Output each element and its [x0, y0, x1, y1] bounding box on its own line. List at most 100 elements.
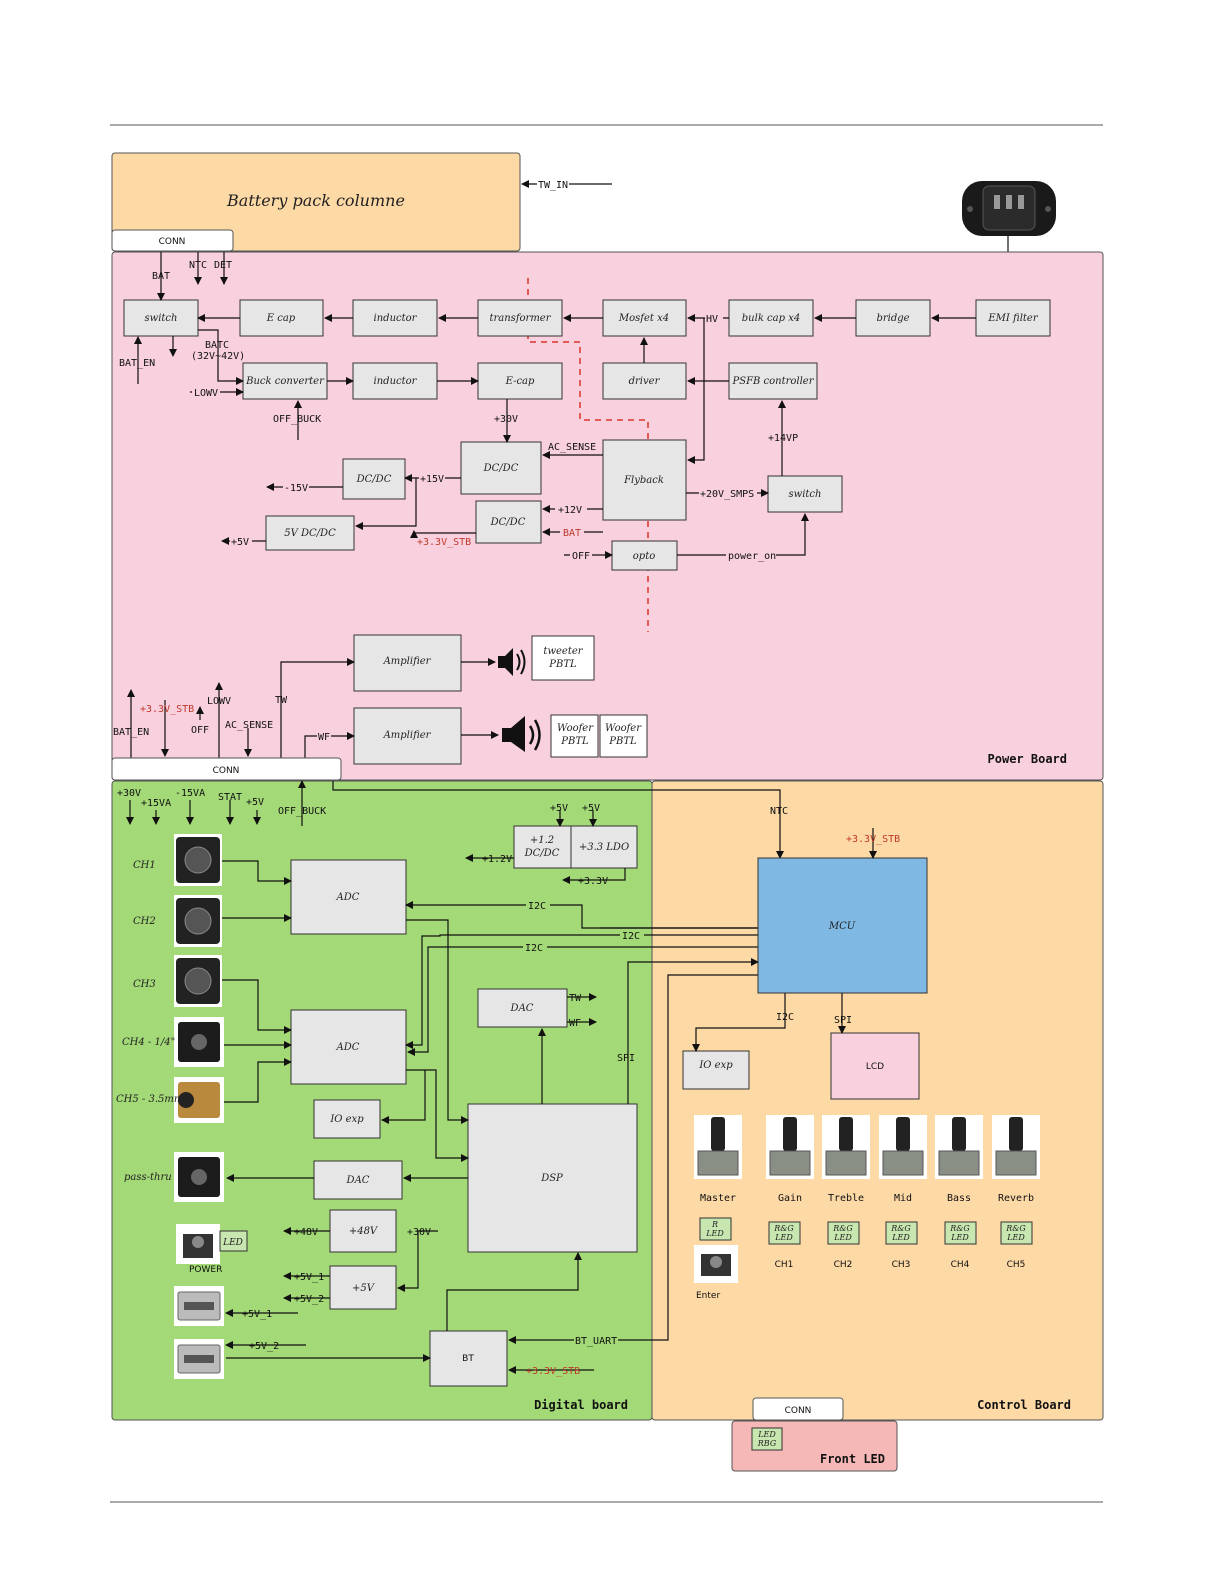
- ch5-label: CH5 - 3.5mm: [116, 1094, 183, 1105]
- dsp-label: DSP: [540, 1173, 563, 1184]
- label-lowv: LOWV: [194, 388, 218, 399]
- knob-icon: [879, 1115, 927, 1179]
- inductor2-block: [352, 362, 438, 400]
- usb-port-icon: [174, 1339, 224, 1379]
- inductor2-label: inductor: [374, 376, 418, 387]
- buck-label: Buck converter: [245, 376, 325, 387]
- label-spi-control: SPI: [834, 1015, 852, 1026]
- mosfet-label: Mosfet x4: [618, 313, 669, 324]
- bt-block: [429, 1330, 508, 1387]
- knob-label: Mid: [894, 1193, 912, 1204]
- flyback-block: [602, 439, 687, 521]
- ioexp-digital-block: [313, 1099, 381, 1139]
- tweeter-label-1: tweeter: [543, 646, 583, 657]
- woofer1-label-2: PBTL: [560, 736, 589, 747]
- switch2-label: switch: [789, 489, 822, 500]
- xlr-jack-icon: [174, 834, 222, 886]
- xlr-jack-icon: [174, 895, 222, 947]
- label-i2c-control: I2C: [776, 1012, 794, 1023]
- dc12-label-1: +1.2: [530, 835, 554, 846]
- enter-label: Enter: [696, 1291, 720, 1301]
- dc12-block: [513, 825, 572, 869]
- bridge-label: bridge: [876, 313, 909, 324]
- label-off-buck: OFF_BUCK: [273, 414, 321, 425]
- passthru-jack-icon: [174, 1152, 224, 1202]
- label-30v-digital: +30V: [407, 1227, 431, 1238]
- rg-led-block: [944, 1221, 977, 1245]
- ldo-block: [570, 825, 638, 869]
- label-det: DET: [214, 260, 232, 271]
- woofer1-block: [550, 714, 599, 758]
- label-bat-en-2: BAT_EN: [113, 727, 149, 738]
- speaker-icon: [498, 648, 526, 676]
- rg-led-text: LED: [891, 1233, 910, 1242]
- knob-icon: [992, 1115, 1040, 1179]
- adc1-label: ADC: [336, 892, 360, 903]
- dac1-label: DAC: [510, 1003, 534, 1014]
- bus-30v: +30V: [117, 788, 141, 799]
- knob-label: Reverb: [998, 1193, 1034, 1204]
- minijack-icon: [174, 1077, 224, 1123]
- opto-label: opto: [633, 551, 655, 562]
- bridge-block: [855, 299, 931, 337]
- front-led-board: CONN Front LED LED RBG: [731, 1397, 898, 1472]
- dac2-label: DAC: [346, 1175, 370, 1186]
- tweeter-block: [531, 635, 595, 681]
- label-hv: HV: [706, 314, 718, 325]
- usb-port-icon: [174, 1286, 224, 1326]
- ioexp-digital-label: IO exp: [329, 1114, 364, 1125]
- control-channel-label: CH2: [834, 1260, 853, 1270]
- rg-led-text: LED: [833, 1233, 852, 1242]
- amp2-label: Amplifier: [383, 730, 432, 741]
- power-led-label: LED: [222, 1238, 243, 1248]
- label-5v: +5V: [231, 537, 249, 548]
- switch1-block: [123, 299, 199, 337]
- mcu-label: MCU: [828, 921, 856, 932]
- ecap2-block: [477, 362, 563, 400]
- battery-conn: CONN: [159, 237, 186, 247]
- driver-label: driver: [629, 376, 661, 387]
- label-wf-digital: WF: [569, 1018, 581, 1029]
- woofer1-label-1: Woofer: [557, 723, 594, 734]
- battery-pack: Battery pack columne CONN TW_IN: [111, 152, 612, 252]
- emi-label: EMI filter: [987, 313, 1038, 324]
- control-channel-label: CH3: [892, 1260, 911, 1270]
- dcdc-mid-label: DC/DC: [483, 463, 519, 474]
- label-14vp: +14VP: [768, 433, 798, 444]
- lcd-label: LCD: [866, 1062, 884, 1072]
- flyback-label: Flyback: [623, 475, 664, 486]
- p5-label: +5V: [352, 1283, 376, 1294]
- label-ntc-control: NTC: [770, 806, 788, 817]
- p5-block: [329, 1265, 397, 1310]
- label-off: OFF: [572, 551, 590, 562]
- label-bat-en: BAT_EN: [119, 358, 155, 369]
- pass-thru-label: pass-thru: [124, 1172, 172, 1183]
- bus-minus-15va: -15VA: [175, 788, 205, 799]
- dcdc-left-label: DC/DC: [356, 474, 392, 485]
- label-stb-control: +3.3V_STB: [846, 834, 900, 845]
- ch2-label: CH2: [133, 916, 156, 927]
- bt-label: BT: [462, 1354, 474, 1364]
- knob-label: Master: [700, 1193, 736, 1204]
- rg-led-text: R&G: [773, 1224, 794, 1233]
- label-20v-smps: +20V_SMPS: [700, 489, 754, 500]
- conn-power-digital: [111, 757, 342, 781]
- label-i2c-2: I2C: [622, 931, 640, 942]
- label-15v: +15V: [420, 474, 444, 485]
- xlr-jack-icon: [174, 955, 222, 1007]
- ldo-label: +3.3 LDO: [579, 842, 629, 853]
- label-bt-uart: BT_UART: [575, 1336, 617, 1347]
- label-12v: +12V: [558, 505, 582, 516]
- bus-off-buck: OFF_BUCK: [278, 806, 326, 817]
- power-blocks: switch E cap inductor transformer Mosfet…: [123, 299, 1051, 765]
- label-spi-digital: SPI: [617, 1053, 635, 1064]
- control-board-title: Control Board: [977, 1398, 1071, 1412]
- label-lowv-2: LOWV: [207, 696, 231, 707]
- ch3-label: CH3: [133, 979, 156, 990]
- label-bt-stb: +3.3V_STB: [526, 1366, 580, 1377]
- r-led-text-2: LED: [705, 1229, 724, 1238]
- digital-blocks: ADC ADC +1.2 DC/DC +3.3 LDO DAC IO exp D…: [219, 825, 638, 1387]
- rg-led-text: R&G: [1005, 1224, 1026, 1233]
- speaker-icon: [502, 716, 541, 752]
